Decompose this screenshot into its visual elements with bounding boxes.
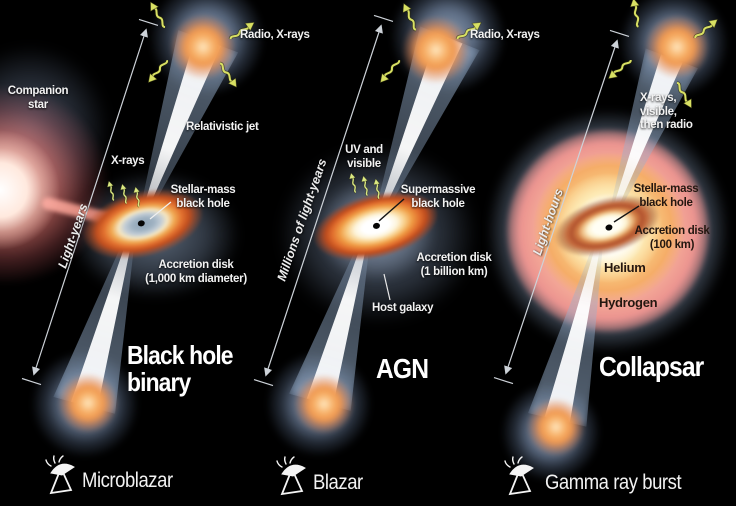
bhb-observer-label: Microblazar <box>82 469 173 492</box>
radio-telescope-icon <box>276 456 306 495</box>
grb-observer-label: Gamma ray burst <box>545 471 682 494</box>
bhb-accretion-disk-label: Accretion disk (1,000 km diameter) <box>145 259 247 285</box>
hydrogen-layer-label: Hydrogen <box>599 295 658 310</box>
radio-telescope-icon <box>504 456 534 495</box>
grb-emission-label: X-rays, visible, then radio <box>640 92 693 132</box>
grb-accretion-disk-label: Accretion disk (100 km) <box>634 225 710 251</box>
agn-accretion-disk-label: Accretion disk (1 billion km) <box>416 252 492 278</box>
relativistic-jet-label: Relativistic jet <box>186 121 259 133</box>
bhb-xrays-label: X-rays <box>111 155 145 167</box>
agn-emission-label: Radio, X-rays <box>470 29 540 41</box>
agn-uv-visible-label: UV and visible <box>345 144 383 170</box>
bhb-emission-label: Radio, X-rays <box>240 29 310 41</box>
agn-observer-label: Blazar <box>313 471 363 494</box>
host-galaxy-label: Host galaxy <box>372 302 434 314</box>
grb-top-hotspot <box>645 15 709 79</box>
agn-black-hole-label: Supermassive black hole <box>400 184 476 210</box>
grb-black-hole-label: Stellar-mass black hole <box>633 183 699 209</box>
grb-bottom-hotspot <box>527 398 585 456</box>
bhb-bottom-hotspot <box>58 373 118 433</box>
collapsar-title: Collapsar <box>599 351 704 382</box>
bhb-black-hole-label: Stellar-mass black hole <box>170 184 236 210</box>
helium-layer-label: Helium <box>604 260 646 275</box>
bhb-title: Black hole binary <box>127 340 234 398</box>
agn-title: AGN <box>376 353 429 384</box>
agn-bottom-hotspot <box>294 374 354 434</box>
radio-telescope-icon <box>45 455 75 494</box>
companion-star-label: Companion star <box>7 85 69 111</box>
